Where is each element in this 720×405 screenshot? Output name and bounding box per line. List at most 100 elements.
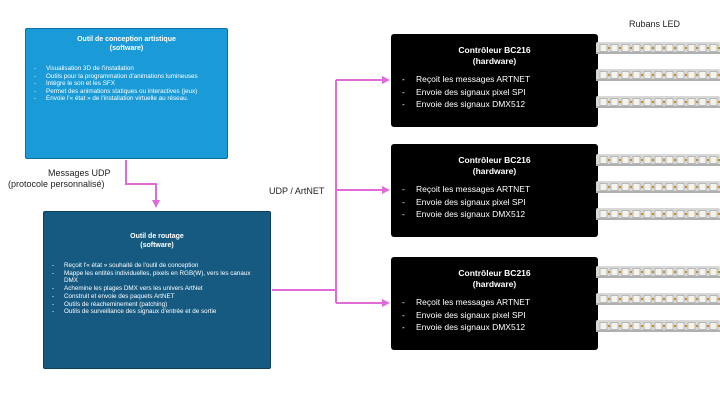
list-item: Intègre le son et les SFX xyxy=(32,80,221,88)
controller-title: Contrôleur BC216 (hardware) xyxy=(399,155,590,176)
led-resistor xyxy=(674,298,676,300)
design-tool-title-text: Outil de conception artistique xyxy=(77,36,176,43)
list-item: Envoie des signaux pixel SPI xyxy=(399,309,590,322)
led-resistor xyxy=(663,159,665,161)
led-chip xyxy=(610,183,619,191)
led-resistor xyxy=(641,186,643,188)
led-chip xyxy=(698,44,707,52)
list-item: Envoie l'« état » de l'installation virt… xyxy=(32,95,221,103)
list-item: Reçoit les messages ARTNET xyxy=(399,183,590,196)
led-resistor xyxy=(685,213,687,215)
led-chip xyxy=(643,322,652,330)
led-strip-edge xyxy=(596,52,720,54)
led-chip xyxy=(632,268,641,276)
led-resistor xyxy=(674,159,676,161)
led-resistor xyxy=(652,186,654,188)
list-item: Outils de surveillance des signaux d'ent… xyxy=(50,308,264,316)
led-resistor xyxy=(619,271,621,273)
led-resistor xyxy=(674,47,676,49)
led-chip xyxy=(610,210,619,218)
led-resistor xyxy=(641,101,643,103)
led-strips-label: Rubans LED xyxy=(629,19,681,29)
design-tool-feature-list: Visualisation 3D de l'installation Outil… xyxy=(32,65,221,103)
controller-feature-list: Reçoit les messages ARTNET Envoie des si… xyxy=(399,296,590,334)
led-chip xyxy=(665,71,674,79)
led-resistor xyxy=(641,47,643,49)
led-chip xyxy=(709,71,718,79)
controller-box-3: Contrôleur BC216 (hardware) Reçoit les m… xyxy=(391,257,598,350)
controller-title: Contrôleur BC216 (hardware) xyxy=(399,45,590,66)
led-resistor xyxy=(696,47,698,49)
led-chip xyxy=(687,183,696,191)
led-resistor xyxy=(630,213,632,215)
led-resistor xyxy=(630,159,632,161)
led-chip xyxy=(643,295,652,303)
led-resistor xyxy=(630,325,632,327)
led-chip xyxy=(632,71,641,79)
controller-subtitle: (hardware) xyxy=(472,55,517,66)
list-item: Construit et envoie des paquets ArtNET xyxy=(50,293,264,301)
led-chip xyxy=(610,44,619,52)
led-resistor xyxy=(674,213,676,215)
led-resistor xyxy=(641,325,643,327)
routing-tool-subtitle: (software) xyxy=(140,242,174,249)
led-strip xyxy=(596,208,720,220)
controller-title-text: Contrôleur BC216 xyxy=(458,268,531,278)
led-resistor xyxy=(619,159,621,161)
led-resistor xyxy=(685,325,687,327)
led-strip xyxy=(596,293,720,305)
led-chip xyxy=(676,71,685,79)
led-resistor xyxy=(696,298,698,300)
led-resistor xyxy=(707,101,709,103)
design-tool-box: Outil de conception artistique (software… xyxy=(25,28,228,159)
led-chip xyxy=(654,156,663,164)
led-chip xyxy=(676,210,685,218)
led-resistor xyxy=(707,159,709,161)
led-chip xyxy=(610,322,619,330)
led-chip xyxy=(665,210,674,218)
led-strip xyxy=(596,96,720,108)
led-chip xyxy=(599,156,608,164)
led-resistor xyxy=(619,101,621,103)
led-chip xyxy=(698,322,707,330)
led-chip xyxy=(621,98,630,106)
controller-feature-list: Reçoit les messages ARTNET Envoie des si… xyxy=(399,183,590,221)
list-item: Permet des animations statiques ou inter… xyxy=(32,88,221,96)
led-chip xyxy=(621,183,630,191)
led-chip xyxy=(621,210,630,218)
led-chip xyxy=(632,210,641,218)
led-resistor xyxy=(685,271,687,273)
led-resistor xyxy=(663,101,665,103)
led-chip xyxy=(621,44,630,52)
led-resistor xyxy=(696,159,698,161)
led-chip xyxy=(599,44,608,52)
led-chip xyxy=(676,183,685,191)
led-chip xyxy=(654,98,663,106)
led-chip xyxy=(676,98,685,106)
led-chip xyxy=(643,98,652,106)
led-resistor xyxy=(718,325,720,327)
led-chip xyxy=(643,156,652,164)
led-resistor xyxy=(619,325,621,327)
controller-subtitle: (hardware) xyxy=(472,165,517,176)
led-chip xyxy=(676,322,685,330)
list-item: Visualisation 3D de l'installation xyxy=(32,65,221,73)
led-resistor xyxy=(707,213,709,215)
led-resistor xyxy=(718,47,720,49)
led-strip xyxy=(596,181,720,193)
led-chip xyxy=(665,183,674,191)
led-resistor xyxy=(630,74,632,76)
led-chip xyxy=(632,295,641,303)
led-chip xyxy=(709,98,718,106)
led-chip xyxy=(610,295,619,303)
design-tool-subtitle: (software) xyxy=(109,45,144,52)
led-resistor xyxy=(707,298,709,300)
led-chip xyxy=(665,44,674,52)
list-item: Reçoit l'« état » souhaité de l'outil de… xyxy=(50,262,264,270)
led-chip xyxy=(698,98,707,106)
led-resistor xyxy=(685,101,687,103)
led-chip xyxy=(709,322,718,330)
list-item: Envoie des signaux pixel SPI xyxy=(399,86,590,99)
led-resistor xyxy=(619,74,621,76)
led-resistor xyxy=(663,325,665,327)
